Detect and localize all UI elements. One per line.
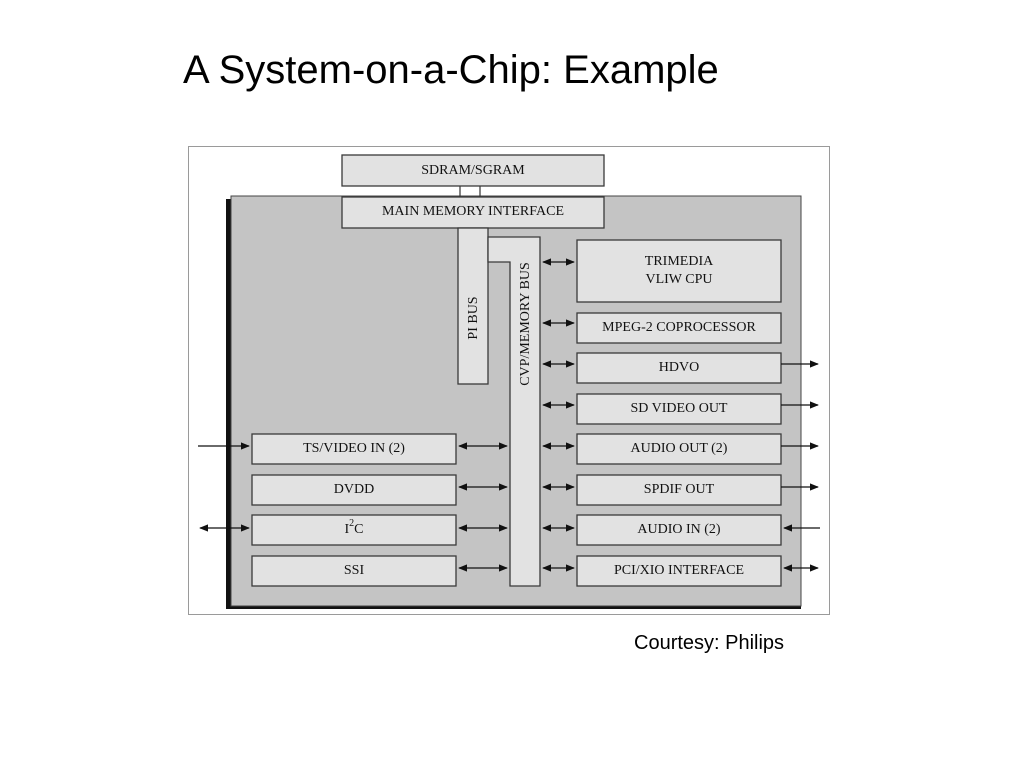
hdvo-label: HDVO: [659, 360, 699, 375]
main-memory-interface-block: MAIN MEMORY INTERFACE: [341, 196, 605, 229]
i2c-label-tail: C: [354, 522, 363, 537]
audio-out-label: AUDIO OUT (2): [631, 441, 728, 456]
trimedia-cpu-block: TRIMEDIA VLIW CPU: [576, 239, 782, 303]
pi-bus-label: PI BUS: [466, 296, 481, 339]
spdif-out-label: SPDIF OUT: [644, 482, 715, 497]
courtesy-note: Courtesy: Philips: [634, 632, 785, 654]
mpeg2-coprocessor-block: MPEG-2 COPROCESSOR: [576, 312, 782, 344]
i2c-label: I2C: [344, 518, 363, 537]
hdvo-block: HDVO: [576, 352, 782, 384]
trimedia-label-line2: VLIW CPU: [645, 272, 712, 287]
audio-in-label: AUDIO IN (2): [637, 522, 721, 537]
ts-video-in-block: TS/VIDEO IN (2): [251, 433, 457, 465]
ts-video-in-label: TS/VIDEO IN (2): [303, 441, 405, 456]
ssi-label: SSI: [344, 563, 365, 578]
cvp-memory-bus-label: CVP/MEMORY BUS: [518, 262, 533, 386]
mpeg2-label: MPEG-2 COPROCESSOR: [602, 320, 756, 335]
trimedia-label-line1: TRIMEDIA: [645, 254, 714, 269]
i2c-label-base: I: [344, 522, 349, 537]
dvdd-label: DVDD: [334, 482, 374, 497]
sdram-block: SDRAM/SGRAM: [341, 154, 605, 187]
dvdd-block: DVDD: [251, 474, 457, 506]
sd-video-out-block: SD VIDEO OUT: [576, 393, 782, 425]
audio-in-block: AUDIO IN (2): [576, 514, 782, 546]
ssi-block: SSI: [251, 555, 457, 587]
pci-xio-label: PCI/XIO INTERFACE: [614, 563, 744, 578]
audio-out-block: AUDIO OUT (2): [576, 433, 782, 465]
spdif-out-block: SPDIF OUT: [576, 474, 782, 506]
sd-video-out-label: SD VIDEO OUT: [631, 401, 728, 416]
slide-title: A System-on-a-Chip: Example: [183, 48, 719, 92]
main-memory-interface-label: MAIN MEMORY INTERFACE: [382, 204, 564, 219]
pi-bus: PI BUS: [457, 227, 489, 385]
pci-xio-interface-block: PCI/XIO INTERFACE: [576, 555, 782, 587]
sdram-label: SDRAM/SGRAM: [421, 163, 525, 178]
cvp-memory-bus: CVP/MEMORY BUS: [487, 236, 541, 587]
i2c-label-superscript: 2: [349, 518, 354, 529]
i2c-block: I2C: [251, 514, 457, 546]
